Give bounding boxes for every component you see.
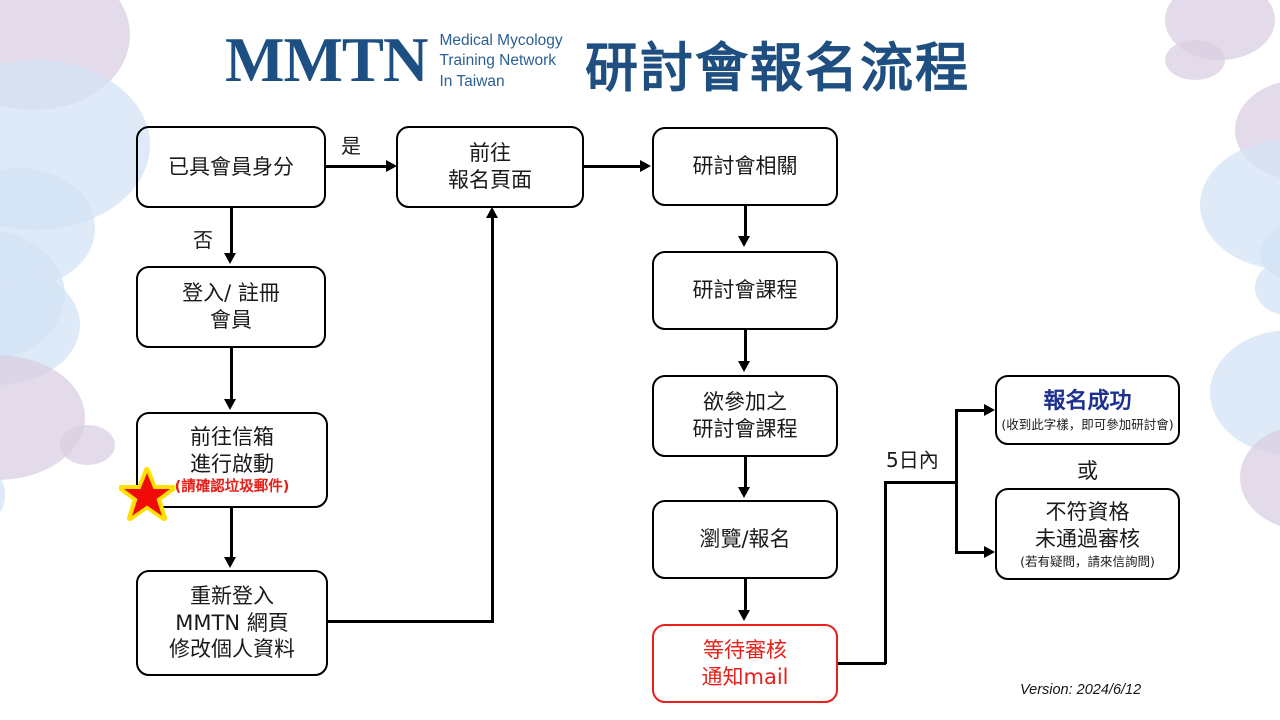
node-line: 前往信箱 <box>190 424 274 449</box>
edge-arrowhead <box>984 404 995 416</box>
logo-tagline-line-3: In Taiwan <box>439 72 505 90</box>
decor-ellipse <box>0 230 65 360</box>
decor-ellipse <box>1260 225 1280 280</box>
node-line: MMTN 網頁 <box>175 610 289 635</box>
node-line: 研討會課程 <box>692 417 798 441</box>
red-star-icon <box>118 467 176 521</box>
node-note-spam-warning: (請確認垃圾郵件) <box>174 478 290 495</box>
node-line: 不符資格 <box>1045 500 1130 525</box>
node-line: 前往 <box>469 141 511 166</box>
page-title: 研討會報名流程 <box>585 38 970 99</box>
edge-courses-to-desired <box>744 330 747 363</box>
node-seminar-courses[interactable]: 研討會課程 <box>652 251 838 330</box>
node-relogin-profile[interactable]: 重新登入 MMTN 網頁 修改個人資料 <box>136 570 328 676</box>
node-signup-page[interactable]: 前往 報名頁面 <box>396 126 584 208</box>
decor-ellipse <box>0 355 85 480</box>
logo-tagline-line-2: Training Network <box>439 52 557 70</box>
node-line: 登入/ 註冊 <box>182 281 280 306</box>
node-line: 進行啟動 <box>190 451 274 476</box>
edge-yes <box>326 165 390 168</box>
node-line: 已具會員身分 <box>168 154 294 179</box>
edge-arrowhead <box>738 487 750 498</box>
node-await-review[interactable]: 等待審核 通知mail <box>652 624 838 703</box>
node-signup-success[interactable]: 報名成功 (收到此字樣，即可參加研討會) <box>995 375 1180 445</box>
decor-ellipse <box>0 265 80 385</box>
node-line: 未通過審核 <box>1035 527 1140 551</box>
slide-header: MMTN Medical Mycology Training Network I… <box>0 0 1280 112</box>
edge-login-to-activate <box>230 348 233 402</box>
decor-ellipse <box>60 425 115 465</box>
edge-relogin-to-signup-h <box>328 620 494 623</box>
mmtn-logo: MMTN Medical Mycology Training Network I… <box>225 28 563 92</box>
edge-label-no: 否 <box>193 228 213 252</box>
node-line: 等待審核 <box>703 637 787 662</box>
edge-no-arrowhead <box>224 253 236 264</box>
edge-related-to-courses <box>744 206 747 238</box>
edge-split-branch-v <box>955 409 958 553</box>
node-login-register[interactable]: 登入/ 註冊 會員 <box>136 266 326 348</box>
edge-branch-success-h <box>955 409 987 412</box>
edge-activate-to-relogin <box>230 508 233 560</box>
decor-ellipse <box>0 470 5 520</box>
decor-ellipse <box>1200 140 1280 270</box>
node-line: 研討會相關 <box>692 154 798 179</box>
edge-label-within-5-days: 5日內 <box>886 448 939 472</box>
edge-relogin-to-signup-v <box>491 218 494 622</box>
decor-ellipse <box>1255 260 1280 315</box>
edge-arrowhead <box>640 160 651 172</box>
edge-arrowhead <box>738 610 750 621</box>
node-member-check[interactable]: 已具會員身分 <box>136 126 326 208</box>
edge-label-yes: 是 <box>341 134 361 158</box>
logo-tagline: Medical Mycology Training Network In Tai… <box>439 28 562 92</box>
node-line: 會員 <box>210 308 252 332</box>
decor-ellipse <box>1240 425 1280 530</box>
node-line: 修改個人資料 <box>169 637 295 662</box>
node-activate-mailbox[interactable]: 前往信箱 進行啟動 (請確認垃圾郵件) <box>136 412 328 508</box>
edge-signup-to-seminar <box>584 165 642 168</box>
outcome-or-label: 或 <box>1077 459 1098 483</box>
node-line: 瀏覽/報名 <box>699 527 791 552</box>
edge-arrowhead <box>486 207 498 218</box>
node-line: 欲參加之 <box>703 390 787 415</box>
decor-ellipse <box>1210 330 1280 455</box>
edge-arrowhead <box>738 361 750 372</box>
decor-ellipse <box>0 168 95 288</box>
node-browse-signup[interactable]: 瀏覽/報名 <box>652 500 838 579</box>
edge-await-to-split-v <box>884 481 887 664</box>
edge-arrowhead <box>984 546 995 558</box>
edge-desired-to-browse <box>744 457 747 489</box>
node-line: 報名頁面 <box>448 168 532 192</box>
edge-arrowhead <box>224 557 236 568</box>
version-label: Version: 2024/6/12 <box>1020 682 1142 698</box>
edge-split-trunk <box>884 481 957 484</box>
edge-browse-to-await <box>744 579 747 612</box>
node-signup-rejected[interactable]: 不符資格 未通過審核 (若有疑問，請來信詢問) <box>995 488 1180 580</box>
node-line: 重新登入 <box>190 583 274 608</box>
logo-tagline-line-1: Medical Mycology <box>439 32 563 49</box>
edge-branch-rejected-h <box>955 551 987 554</box>
node-note: (若有疑問，請來信詢問) <box>1020 553 1155 569</box>
edge-arrowhead <box>738 236 750 247</box>
node-line: 通知mail <box>701 664 789 689</box>
node-note: (收到此字樣，即可參加研討會) <box>1001 417 1174 433</box>
node-line: 研討會課程 <box>692 278 798 303</box>
logo-wordmark: MMTN <box>225 24 428 95</box>
edge-await-to-split-h <box>838 662 886 665</box>
node-desired-courses[interactable]: 欲參加之 研討會課程 <box>652 375 838 457</box>
edge-arrowhead <box>224 399 236 410</box>
node-seminar-related[interactable]: 研討會相關 <box>652 127 838 206</box>
node-headline: 報名成功 <box>1043 388 1132 414</box>
edge-no <box>230 208 233 256</box>
